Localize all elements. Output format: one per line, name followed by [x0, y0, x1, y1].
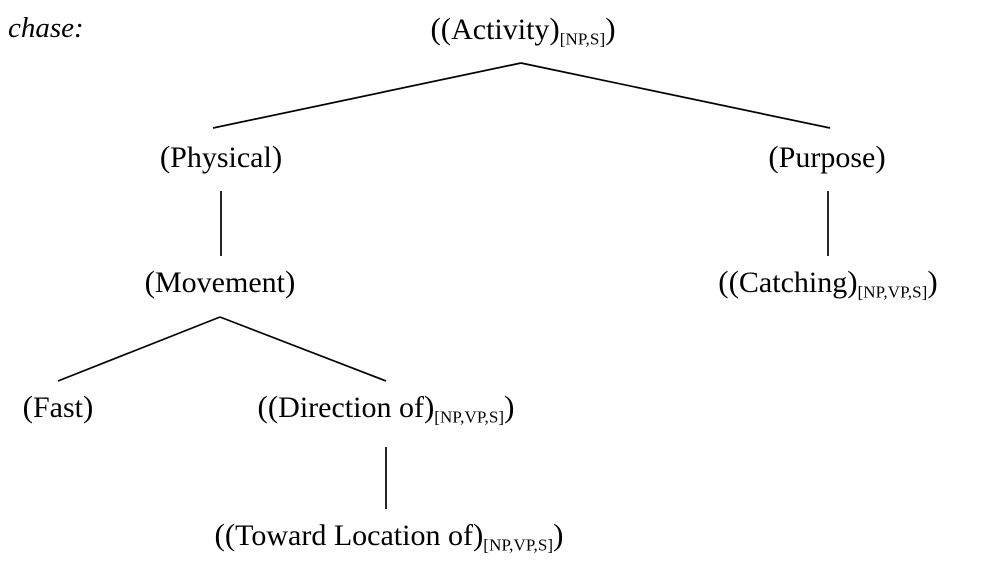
node-direction-of-open: ((	[257, 389, 279, 424]
node-purpose-label: Purpose	[778, 141, 876, 174]
node-toward-location-of-open: ((	[214, 517, 236, 552]
edge-activity-purpose	[520, 62, 831, 129]
node-physical-close-inner: )	[271, 139, 283, 174]
node-fast-close-inner: )	[83, 389, 94, 424]
edge-activity-physical	[212, 62, 522, 129]
node-direction-of-close-outer: )	[504, 389, 515, 424]
node-direction-of-label: Direction of	[278, 391, 424, 424]
node-activity: ((Activity)[NP,S])	[430, 13, 615, 47]
node-movement-open: (	[144, 264, 156, 299]
lemma-label: chase:	[8, 12, 84, 44]
node-catching-close-outer: )	[927, 264, 938, 299]
node-catching-label: Catching	[738, 266, 848, 299]
node-direction-of: ((Direction of)[NP,VP,S])	[258, 391, 515, 425]
node-catching-open: ((	[718, 264, 739, 299]
node-movement-close-inner: )	[284, 264, 296, 299]
node-activity-features: [NP,S]	[559, 29, 606, 49]
node-activity-close-outer: )	[605, 11, 616, 46]
node-catching: ((Catching)[NP,VP,S])	[718, 266, 938, 300]
node-physical-label: Physical	[170, 141, 272, 174]
node-activity-open: ((	[430, 11, 452, 46]
node-toward-location-of-label: Toward Location of	[235, 519, 473, 552]
node-catching-close-inner: )	[847, 264, 858, 299]
node-fast-label: Fast	[32, 391, 84, 424]
node-purpose-close-inner: )	[875, 139, 886, 174]
node-movement: (Movement)	[145, 266, 296, 298]
node-physical-open: (	[159, 139, 171, 174]
node-direction-of-close-inner: )	[423, 389, 435, 424]
node-fast-open: (	[22, 389, 33, 424]
node-activity-label: Activity	[451, 13, 550, 46]
node-direction-of-features: [NP,VP,S]	[434, 407, 505, 427]
node-toward-location-of-close-outer: )	[553, 517, 564, 552]
node-movement-label: Movement	[155, 266, 285, 299]
node-toward-location-of-features: [NP,VP,S]	[483, 535, 554, 555]
node-fast: (Fast)	[23, 391, 94, 423]
node-catching-features: [NP,VP,S]	[857, 282, 928, 302]
node-activity-close-inner: )	[549, 11, 560, 46]
node-purpose: (Purpose)	[768, 141, 885, 173]
node-toward-location-of: ((Toward Location of)[NP,VP,S])	[214, 519, 563, 553]
node-physical: (Physical)	[160, 141, 282, 173]
edge-movement-direction-of	[219, 316, 387, 382]
node-purpose-open: (	[768, 139, 779, 174]
edge-movement-fast	[57, 316, 221, 382]
node-toward-location-of-close-inner: )	[472, 517, 484, 552]
